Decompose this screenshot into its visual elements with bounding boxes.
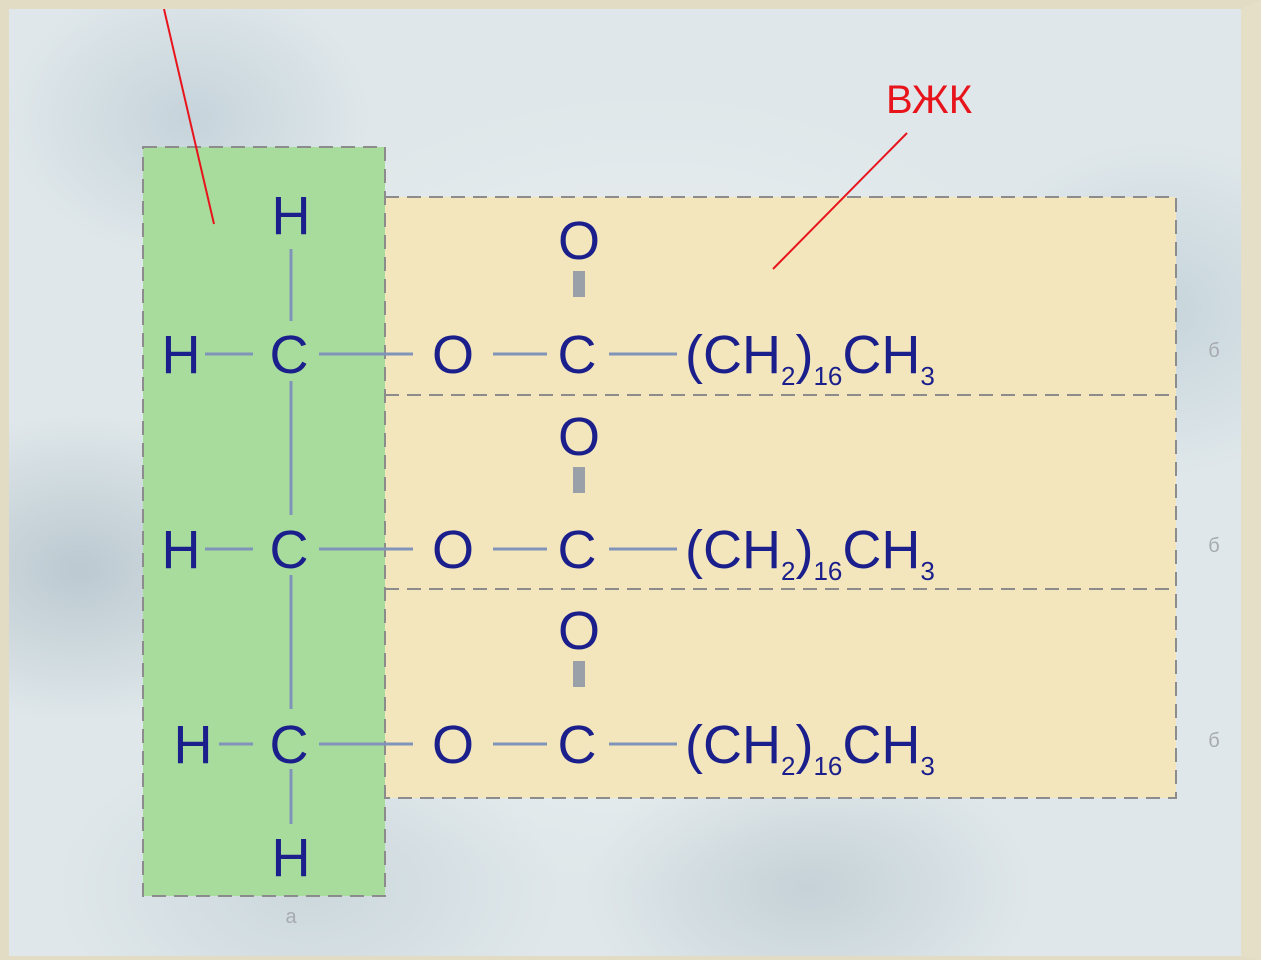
acid-label: б — [1208, 535, 1219, 557]
glycerol-h-2: H — [162, 520, 201, 580]
bonds — [205, 249, 677, 824]
acid-double-o: O — [558, 601, 600, 661]
annotation-line-glycerol — [163, 9, 215, 225]
double-bonds — [573, 271, 585, 687]
acid-row-1: O O C (CH2)16CH3 б — [432, 211, 1220, 391]
glycerol-c-2: C — [270, 520, 309, 580]
acid-ether-o: O — [432, 520, 474, 580]
acid-carbonyl-c: C — [558, 520, 597, 580]
annotation-line-acid — [772, 132, 908, 270]
glycerol-c-1: C — [270, 325, 309, 385]
acid-region — [385, 197, 1176, 798]
acid-carbonyl-c: C — [558, 715, 597, 775]
acid-ether-o: O — [432, 715, 474, 775]
acid-chain: (CH2)16CH3 — [685, 520, 935, 586]
glycerol-label: а — [285, 906, 297, 928]
acid-chain: (CH2)16CH3 — [685, 715, 935, 781]
glycerol-bottom-h: H — [272, 828, 311, 888]
acid-label: б — [1208, 730, 1219, 752]
acid-ether-o: O — [432, 325, 474, 385]
acid-chain: (CH2)16CH3 — [685, 325, 935, 391]
glycerol-h-3: H — [174, 715, 213, 775]
acid-row-2: O O C (CH2)16CH3 б — [432, 407, 1220, 586]
glycerol-c-3: C — [270, 715, 309, 775]
acid-double-o: O — [558, 407, 600, 467]
acid-row-3: O O C (CH2)16CH3 б — [432, 601, 1220, 781]
dashed-outlines — [142, 146, 1177, 897]
triglyceride-diagram: H H C H C H C H а O O C (CH2)16CH3 б O O… — [142, 9, 1220, 928]
glycerol-h-1: H — [162, 325, 201, 385]
glycerol-region — [143, 147, 385, 896]
annotation-label-vzhk: ВЖК — [886, 78, 973, 122]
acid-label: б — [1208, 340, 1219, 362]
acid-double-o: O — [558, 211, 600, 271]
glycerol-top-h: H — [272, 186, 311, 246]
acid-carbonyl-c: C — [558, 325, 597, 385]
